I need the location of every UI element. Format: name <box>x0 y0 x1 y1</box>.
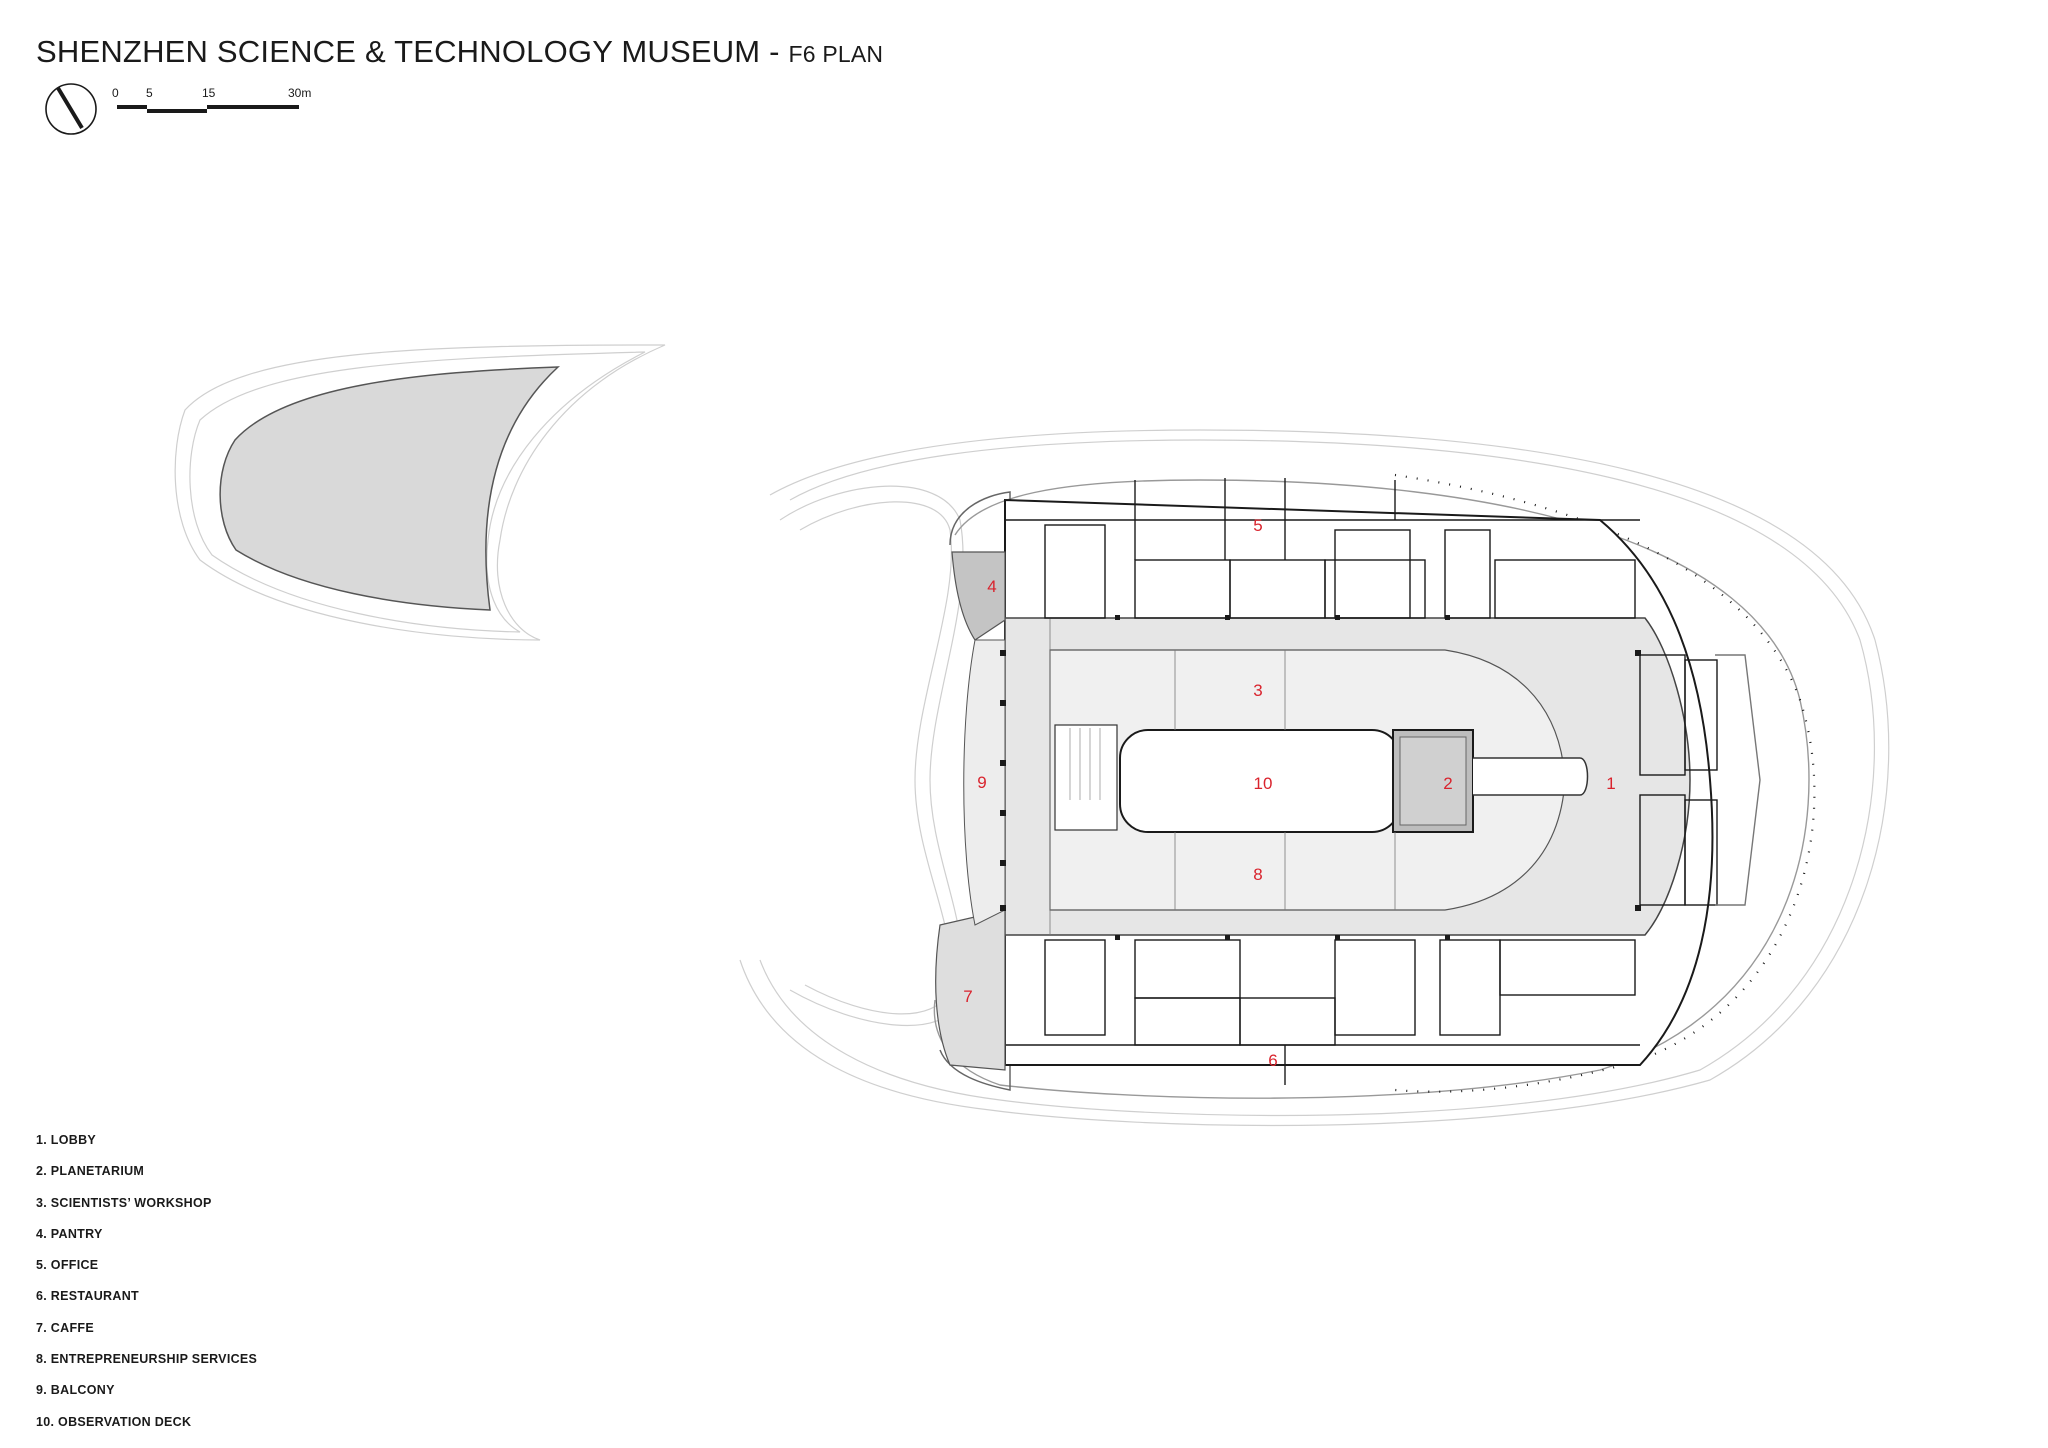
structural-columns <box>1000 615 1641 940</box>
title-main: SHENZHEN SCIENCE & TECHNOLOGY MUSEUM - <box>36 34 789 69</box>
room-label-2: 2 <box>1443 774 1452 793</box>
room-label-9: 9 <box>977 773 986 792</box>
legend-item-lobby: 1. LOBBY <box>36 1133 97 1147</box>
legend-item-entrepreneurship-services: 8. ENTREPRENEURSHIP SERVICES <box>36 1352 258 1367</box>
scale-tick-30: 30m <box>288 86 312 100</box>
lobby-service-cores <box>1639 654 1761 906</box>
scale-bar-graphic <box>117 105 299 113</box>
balcony-zone <box>963 639 1006 926</box>
room-label-4: 4 <box>987 577 996 596</box>
legend-item-caffe: 7. CAFFE <box>36 1320 94 1335</box>
scale-tick-15: 15 <box>202 86 216 100</box>
caffe-zone <box>935 909 1006 1071</box>
room-labels: 1 2 3 4 5 6 7 8 9 10 <box>963 516 1615 1070</box>
legend-item-restaurant: 6. RESTAURANT <box>36 1289 139 1304</box>
floor-plate <box>1004 498 1714 1066</box>
room-label-1: 1 <box>1606 774 1615 793</box>
pantry-zone <box>951 551 1006 641</box>
room-label-7: 7 <box>963 987 972 1006</box>
lower-rooms <box>1005 939 1640 1085</box>
room-label-3: 3 <box>1253 681 1262 700</box>
legend-item-observation-deck: 10. OBSERVATION DECK <box>36 1414 192 1429</box>
satellite-shell <box>174 344 666 641</box>
legend-item-scientists-workshop: 3. SCIENTISTS’ WORKSHOP <box>36 1195 212 1210</box>
north-arrow-icon <box>45 83 97 135</box>
room-label-10: 10 <box>1254 774 1273 793</box>
title-sub: F6 PLAN <box>788 41 884 67</box>
legend-item-planetarium: 2. PLANETARIUM <box>36 1164 145 1179</box>
upper-rooms <box>1005 478 1640 619</box>
room-label-5: 5 <box>1253 516 1262 535</box>
legend-item-pantry: 4. PANTRY <box>36 1226 103 1241</box>
legend-item-balcony: 9. BALCONY <box>36 1383 115 1398</box>
scale-bar: 0 5 15 30m <box>110 86 320 122</box>
room-label-6: 6 <box>1268 1051 1277 1070</box>
legend-item-office: 5. OFFICE <box>36 1258 99 1273</box>
room-legend: 1. LOBBY 2. PLANETARIUM 3. SCIENTISTS’ W… <box>36 1132 257 1445</box>
scale-tick-0: 0 <box>112 86 119 100</box>
room-label-8: 8 <box>1253 865 1262 884</box>
scale-tick-5: 5 <box>146 86 153 100</box>
page-title: SHENZHEN SCIENCE & TECHNOLOGY MUSEUM - F… <box>36 34 883 70</box>
